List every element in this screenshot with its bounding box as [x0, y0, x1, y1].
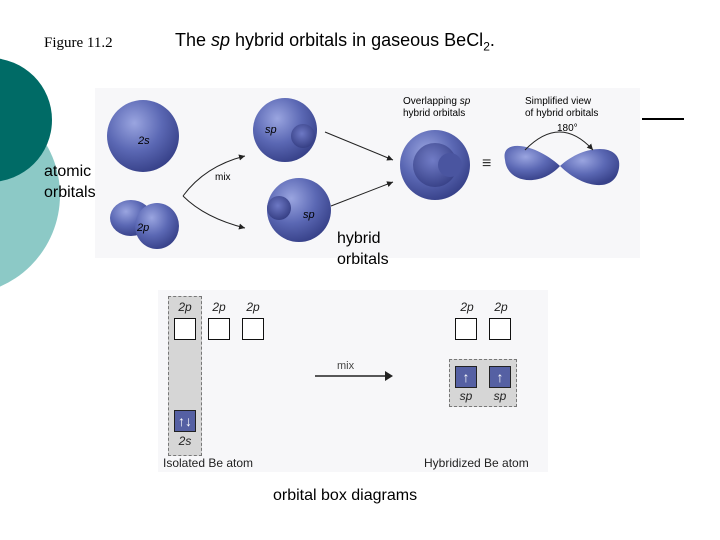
orbital-2s [107, 100, 179, 172]
equiv-sign: ≡ [482, 155, 491, 172]
box-mix-arrow [315, 371, 393, 381]
isolated-caption: Isolated Be atom [163, 456, 254, 470]
box-mix-label: mix [337, 360, 355, 372]
atomic-orbitals-label: atomic orbitals [44, 163, 96, 201]
label-mix-top: mix [215, 172, 231, 183]
rule-line [642, 118, 684, 120]
slide-title: The sp hybrid orbitals in gaseous BeCl2. [175, 30, 495, 54]
overlap-label-1: Overlapping sp [403, 96, 471, 107]
orbital-box-diagrams-label: orbital box diagrams [273, 487, 418, 504]
hybrid-sp-box-2: ↑ [489, 366, 511, 388]
orbital-figure: 2s 2p mix sp sp ≡ 180° Overlapping sp hy… [95, 88, 640, 258]
simplified-lobe-left [504, 145, 560, 181]
hybrid-2p-label-2: 2p [494, 300, 508, 314]
isolated-2p-box-2 [208, 318, 230, 340]
isolated-2p-label-3: 2p [246, 300, 260, 314]
hybrid-orbitals-label: hybrid orbitals [337, 230, 389, 268]
orbital-2p-right [135, 203, 179, 249]
overlap-label-2: hybrid orbitals [403, 108, 465, 119]
hybrid-caption: Hybridized Be atom [424, 456, 529, 470]
label-2s: 2s [137, 135, 150, 147]
isolated-2s-label: 2s [178, 434, 192, 448]
orbital-sp-top-small [291, 124, 315, 148]
hybrid-sp-label-1: sp [459, 389, 473, 403]
orbital-sp-bottom-large [267, 178, 331, 242]
figure-label: Figure 11.2 [44, 35, 113, 51]
label-2p: 2p [136, 222, 149, 234]
simplified-lobe-right [560, 148, 620, 186]
orbital-sp-bottom-small [267, 196, 291, 220]
isolated-2p-label-2: 2p [212, 300, 226, 314]
decorative-circles [0, 58, 60, 287]
simplified-label-1: Simplified view [525, 96, 592, 107]
hybrid-2p-box-2 [489, 318, 511, 340]
isolated-2s-box: ↑↓ [174, 410, 196, 432]
hybrid-2p-label-1: 2p [460, 300, 474, 314]
hybrid-sp-box-1: ↑ [455, 366, 477, 388]
overlap-orbital-core [438, 153, 462, 177]
isolated-2p-box-1 [174, 318, 196, 340]
hybrid-sp-label-2: sp [493, 389, 507, 403]
hybrid-2p-box-1 [455, 318, 477, 340]
label-sp-bottom: sp [303, 209, 315, 221]
angle-label: 180° [557, 123, 578, 134]
label-sp-top: sp [265, 124, 277, 136]
isolated-2p-label-1: 2p [178, 300, 192, 314]
dark-teal-circle [0, 58, 52, 182]
simplified-label-2: of hybrid orbitals [525, 108, 598, 119]
isolated-2p-box-3 [242, 318, 264, 340]
